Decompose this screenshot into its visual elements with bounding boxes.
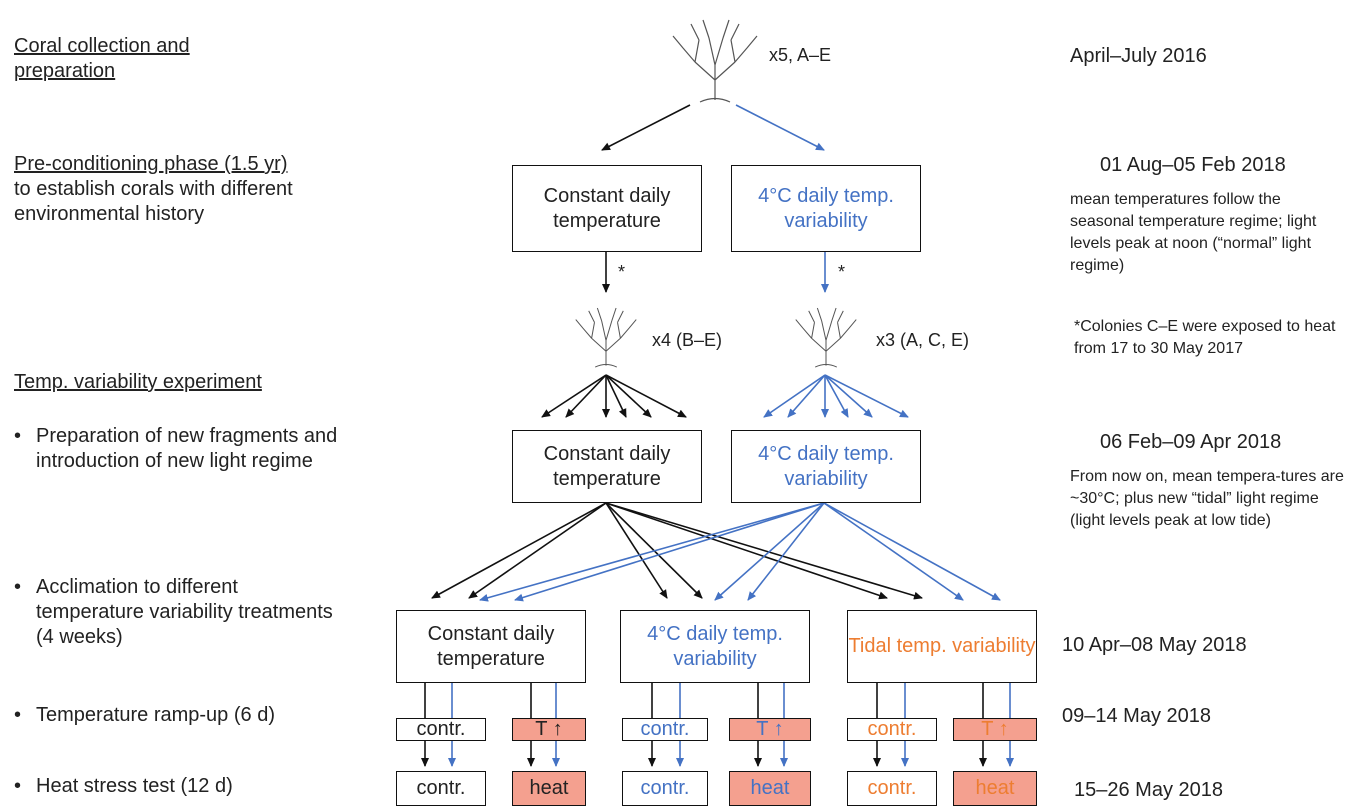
temp-exp-title: Temp. variability experiment: [14, 371, 262, 393]
rampup-contr-constant: contr.: [396, 718, 486, 741]
date-collection: April–July 2016: [1070, 45, 1207, 67]
tup-label: T ↑: [981, 718, 1009, 740]
heat-label: heat: [750, 777, 790, 799]
coral-left-label: x4 (B–E): [652, 330, 723, 350]
acc-tidal-box: Tidal temp. variability: [847, 610, 1037, 683]
note-preconditioning: mean temperatures follow the seasonal te…: [1070, 191, 1317, 274]
date-rampup: 09–14 May 2018: [1062, 705, 1212, 727]
heat-contr-variability: contr.: [622, 771, 708, 806]
heat-heat-variability: heat: [729, 771, 811, 806]
date-heatstress: 15–26 May 2018: [1074, 779, 1224, 801]
contr-label: contr.: [640, 777, 690, 799]
date-experiment: 06 Feb–09 Apr 2018: [1100, 431, 1282, 453]
exp-variability-label: 4°C daily temp. variability: [758, 442, 894, 490]
coral-right-label: x3 (A, C, E): [876, 330, 970, 350]
pre-constant-box: Constant daily temperature: [512, 165, 702, 252]
pre-constant-label: Constant daily temperature: [543, 184, 671, 232]
preconditioning-label: Pre-conditioning phase (1.5 yr) to estab…: [14, 152, 374, 227]
preconditioning-desc: to establish corals with different envir…: [14, 178, 293, 225]
bullet-rampup: Temperature ramp-up (6 d): [14, 703, 356, 728]
coral-collection-label: Coral collection and preparation: [14, 35, 190, 82]
tup-label: T ↑: [756, 718, 784, 740]
rampup-tup-variability: T ↑: [729, 718, 811, 741]
date-acclimation: 10 Apr–08 May 2018: [1062, 634, 1247, 656]
rampup-tup-constant: T ↑: [512, 718, 586, 741]
coral-icon: [795, 307, 857, 368]
contr-label: contr.: [416, 718, 466, 740]
heat-contr-tidal: contr.: [847, 771, 937, 806]
exp-variability-box: 4°C daily temp. variability: [731, 430, 921, 503]
exp-constant-label: Constant daily temperature: [543, 442, 671, 490]
contr-label: contr.: [867, 777, 917, 799]
rampup-contr-tidal: contr.: [847, 718, 937, 741]
coral-icon: [575, 307, 637, 368]
coral-icon: [672, 19, 758, 103]
contr-label: contr.: [640, 718, 690, 740]
bullet-acclimation: Acclimation to different temperature var…: [14, 575, 336, 650]
date-preconditioning: 01 Aug–05 Feb 2018: [1100, 154, 1286, 176]
top-coral-label: x5, A–E: [769, 45, 832, 65]
acc-constant-label: Constant daily temperature: [427, 622, 555, 670]
rampup-tup-tidal: T ↑: [953, 718, 1037, 741]
exp-constant-box: Constant daily temperature: [512, 430, 702, 503]
heat-heat-tidal: heat: [953, 771, 1037, 806]
note-star: *Colonies C–E were exposed to heat from …: [1074, 318, 1336, 357]
note-experiment: From now on, mean tempera-tures are ~30°…: [1070, 468, 1344, 529]
heat-label: heat: [975, 777, 1015, 799]
preconditioning-title: Pre-conditioning phase (1.5 yr): [14, 153, 288, 175]
heat-heat-constant: heat: [512, 771, 586, 806]
heat-contr-constant: contr.: [396, 771, 486, 806]
acc-tidal-label: Tidal temp. variability: [848, 635, 1036, 657]
acc-constant-box: Constant daily temperature: [396, 610, 586, 683]
star-left: *: [618, 262, 626, 282]
contr-label: contr.: [416, 777, 466, 799]
star-right: *: [838, 262, 846, 282]
contr-label: contr.: [867, 718, 917, 740]
rampup-contr-variability: contr.: [622, 718, 708, 741]
pre-variability-box: 4°C daily temp. variability: [731, 165, 921, 252]
bullet-heatstress: Heat stress test (12 d): [14, 774, 356, 799]
acc-variability-box: 4°C daily temp. variability: [620, 610, 810, 683]
acc-variability-label: 4°C daily temp. variability: [647, 622, 783, 670]
heat-label: heat: [529, 777, 569, 799]
bullet-preparation: Preparation of new fragments and introdu…: [14, 424, 366, 474]
pre-variability-label: 4°C daily temp. variability: [758, 184, 894, 232]
tup-label: T ↑: [535, 718, 563, 740]
